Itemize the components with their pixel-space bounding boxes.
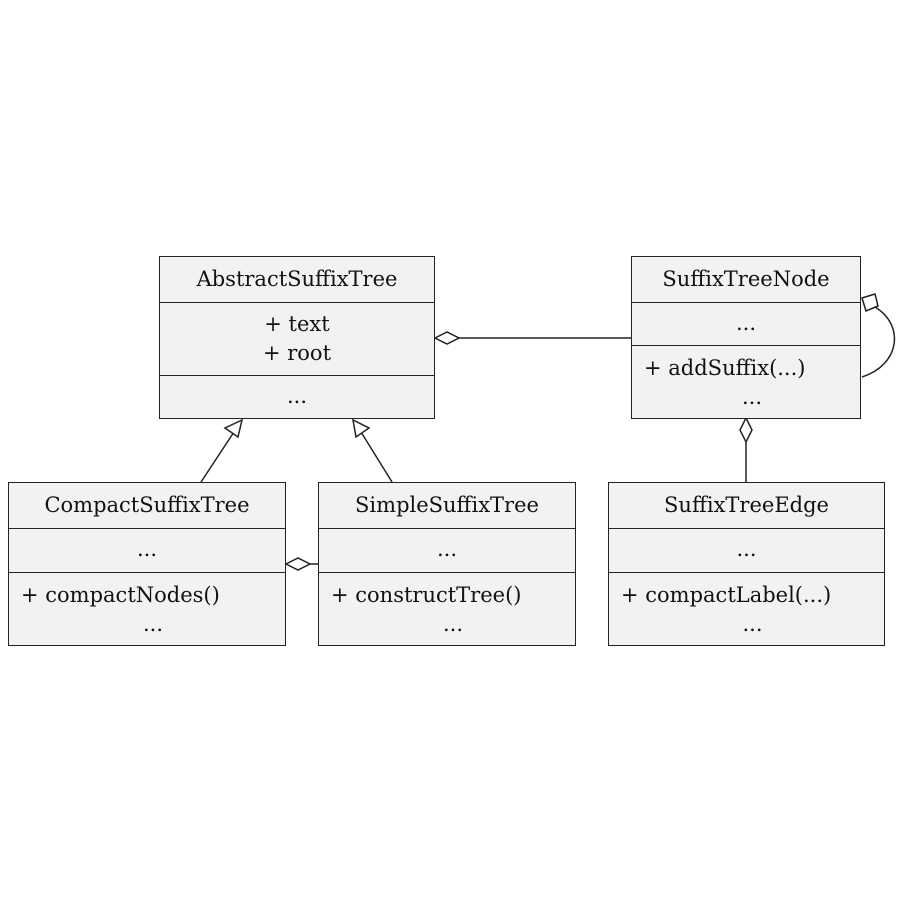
class-name: AbstractSuffixTree: [196, 267, 398, 291]
class-name: SuffixTreeNode: [662, 267, 830, 291]
method: ...: [286, 384, 308, 408]
method: ...: [442, 612, 464, 636]
aggregation-diamond-node: [739, 416, 753, 444]
attribute: ...: [136, 537, 158, 561]
aggregation-node-self: [861, 306, 896, 378]
method: ...: [142, 612, 164, 636]
class-name: SimpleSuffixTree: [355, 493, 539, 517]
class-methods: + compactNodes() ...: [9, 572, 285, 644]
attribute: ...: [436, 537, 458, 561]
class-name: CompactSuffixTree: [44, 493, 250, 517]
class-methods: ...: [160, 375, 434, 417]
aggregation-diamond-node-self: [861, 293, 879, 313]
method: + addSuffix(...): [644, 356, 806, 380]
generalization-simple-abstract: [360, 431, 393, 483]
class-methods: + addSuffix(...) ...: [632, 345, 860, 417]
method: ...: [742, 612, 763, 636]
generalization-arrowhead-simple: [352, 418, 371, 439]
class-suffix-tree-node[interactable]: SuffixTreeNode ... + addSuffix(...) ...: [631, 256, 861, 419]
class-methods: + constructTree() ...: [319, 572, 575, 644]
class-name: SuffixTreeEdge: [664, 493, 829, 517]
attribute: ...: [736, 537, 757, 561]
generalization-compact-abstract: [200, 431, 235, 483]
method: + compactLabel(...): [621, 583, 832, 607]
class-abstract-suffix-tree[interactable]: AbstractSuffixTree + text + root ...: [159, 256, 435, 419]
attribute: + root: [262, 341, 332, 365]
class-compact-suffix-tree[interactable]: CompactSuffixTree ... + compactNodes() .…: [8, 482, 286, 646]
class-methods: + compactLabel(...) ...: [609, 572, 884, 644]
class-attributes: ...: [632, 302, 860, 345]
method: + constructTree(): [331, 583, 522, 607]
attribute: ...: [735, 311, 757, 335]
class-suffix-tree-edge[interactable]: SuffixTreeEdge ... + compactLabel(...) .…: [608, 482, 885, 646]
class-attributes: ...: [609, 528, 884, 572]
class-attributes: ...: [9, 528, 285, 572]
aggregation-diamond-compact: [284, 557, 312, 571]
generalization-arrowhead-compact: [223, 418, 244, 439]
attribute: + text: [264, 312, 330, 336]
aggregation-diamond-abstract: [433, 331, 461, 345]
method: ...: [741, 385, 763, 409]
class-attributes: + text + root: [160, 302, 434, 375]
class-attributes: ...: [319, 528, 575, 572]
class-simple-suffix-tree[interactable]: SimpleSuffixTree ... + constructTree() .…: [318, 482, 576, 646]
method: + compactNodes(): [21, 583, 220, 607]
